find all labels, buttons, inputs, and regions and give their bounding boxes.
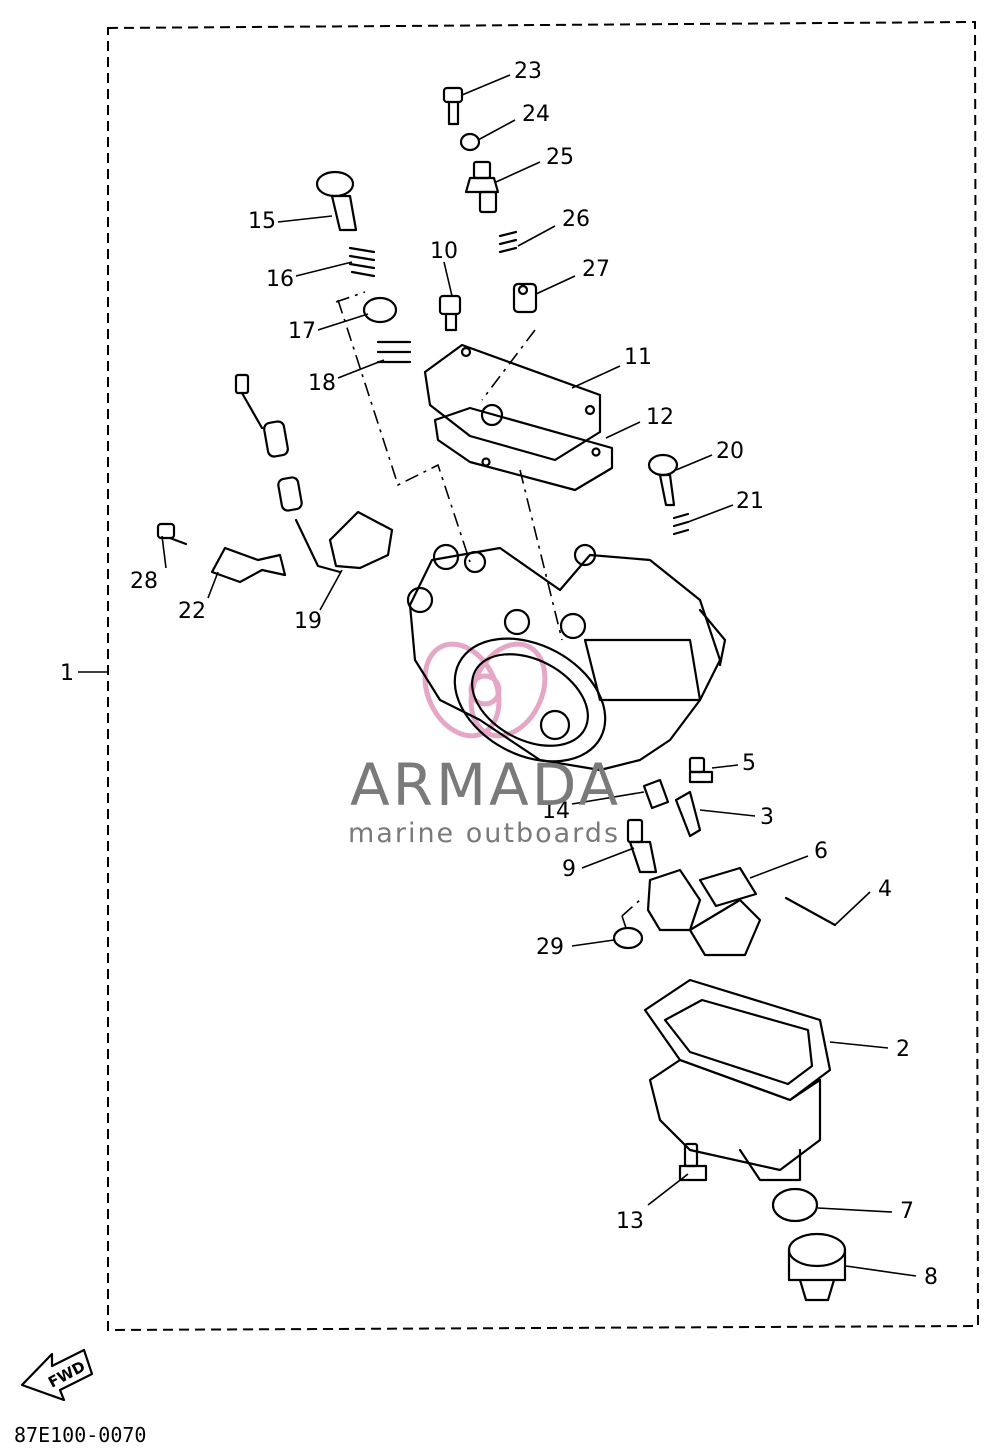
callout-20: 20 [716,439,744,464]
float-6 [646,866,762,957]
callout-22: 22 [178,599,206,624]
screw-10 [438,294,462,332]
bracket-22 [210,546,287,584]
callout-5: 5 [742,751,756,776]
screw-28 [156,522,188,546]
callout-1: 1 [60,661,74,686]
screw-23 [442,86,464,126]
gasket-12 [433,406,614,492]
callout-26: 26 [562,207,590,232]
callout-21: 21 [736,489,764,514]
callout-28: 28 [130,569,158,594]
callout-12: 12 [646,405,674,430]
callout-10: 10 [430,239,458,264]
carburetor-body [406,543,727,772]
spring-16 [348,246,376,278]
top-cover-11 [423,343,602,462]
callout-4: 4 [878,877,892,902]
spring-21 [672,512,690,536]
callout-27: 27 [582,257,610,282]
callout-25: 25 [546,145,574,170]
screw-5 [688,756,714,784]
washer-24 [459,132,481,152]
callout-19: 19 [294,609,322,634]
spring-26 [498,230,518,254]
callout-2: 2 [896,1037,910,1062]
alignment-line-b [335,291,366,303]
callout-13: 13 [616,1209,644,1234]
callout-7: 7 [900,1199,914,1224]
callout-14: 14 [542,799,570,824]
assembly-border [107,20,980,1332]
callout-17: 17 [288,319,316,344]
main-jet-14 [642,778,670,810]
drain-plug-8 [787,1232,847,1302]
plug-27 [512,282,538,314]
callout-8: 8 [924,1265,938,1290]
watermark-tagline: marine outboards [348,818,620,849]
float-bowl-2 [643,978,832,1182]
jet-holder-9 [626,818,658,874]
throttle-cable-19 [234,373,394,574]
fwd-arrow-icon: FWD [20,1348,94,1402]
callout-11: 11 [624,345,652,370]
pilot-screw-20 [647,453,679,507]
throttle-screw-15 [315,170,358,232]
watermark-logo [422,641,548,739]
callout-15: 15 [248,209,276,234]
alignment-line-c [519,469,563,641]
jet-25 [464,160,500,214]
alignment-line-d [481,329,536,401]
callout-24: 24 [522,102,550,127]
spring-18 [376,340,412,364]
drawing-code: 87E100-0070 [14,1423,146,1447]
callout-3: 3 [760,805,774,830]
alignment-line-a [337,299,471,563]
leader-lines [161,74,917,1277]
callout-18: 18 [308,371,336,396]
callout-29: 29 [536,935,564,960]
callout-9: 9 [562,857,576,882]
washer-17 [362,296,398,324]
pin-4 [784,896,837,927]
watermark-brand: ARMADA [350,751,621,819]
callout-16: 16 [266,267,294,292]
alignment-line-e [621,899,641,929]
plug-29 [612,926,644,950]
callout-23: 23 [514,59,542,84]
needle-valve-3 [674,790,702,838]
o-ring-7 [771,1187,819,1223]
callout-6: 6 [814,839,828,864]
screw-13 [678,1142,708,1182]
